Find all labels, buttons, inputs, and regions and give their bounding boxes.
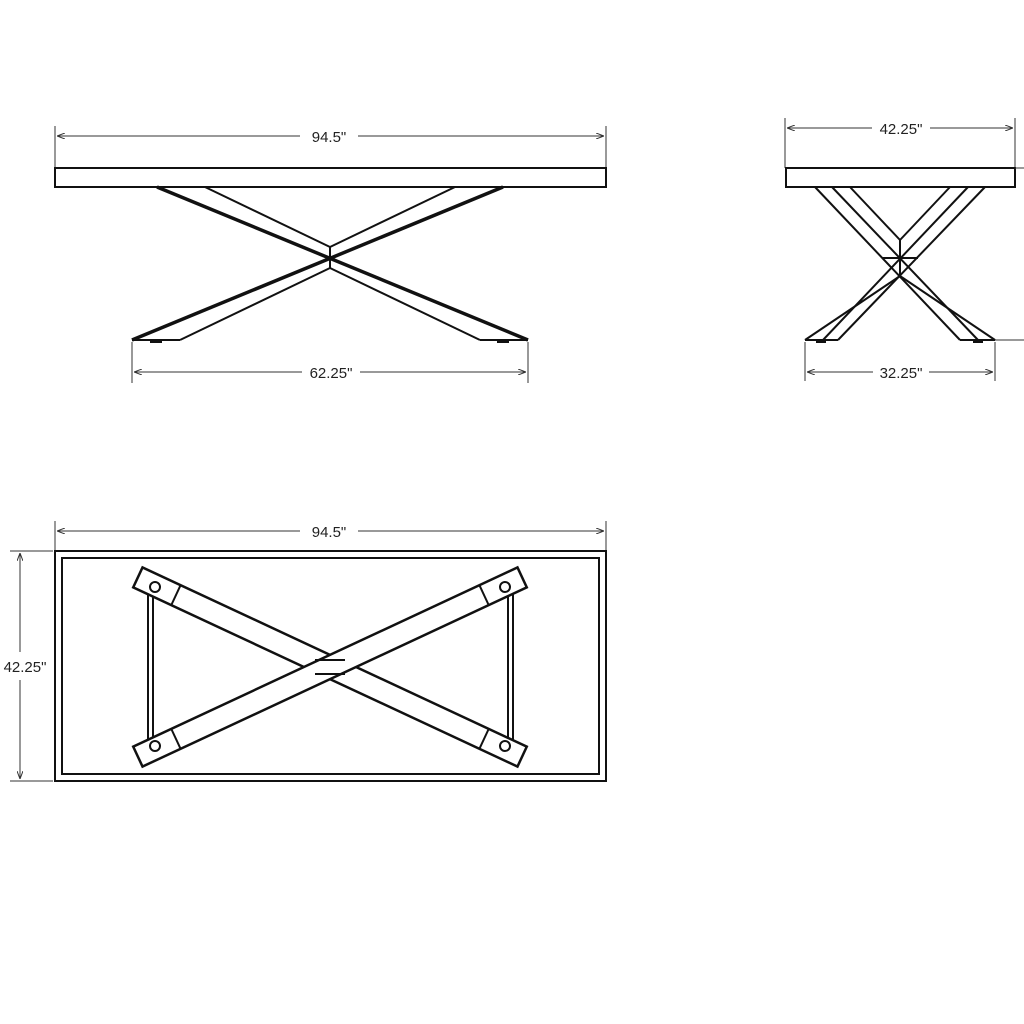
bolt-hole (149, 581, 161, 593)
top-width-label: 94.5" (312, 524, 347, 541)
foot-glide (150, 340, 162, 343)
x-base-side (804, 186, 996, 343)
top-width-dimension: 94.5" (54, 521, 607, 551)
bolt-hole (499, 581, 511, 593)
tabletop-inner-edge (61, 557, 600, 775)
front-leg-span-label: 62.25" (310, 365, 353, 382)
side-leg-span-dimension: 32.25" (804, 342, 996, 382)
front-leg-span-dimension: 62.25" (131, 342, 529, 383)
tabletop-side (785, 167, 1016, 188)
bolt-hole (499, 740, 511, 752)
top-depth-label: 42.25" (4, 659, 47, 676)
top-view: 94.5" 42.25" (0, 521, 607, 782)
front-width-dimension: 94.5" (54, 126, 607, 168)
tabletop-outline (54, 550, 607, 782)
front-view: 94.5" 62.25" (54, 126, 607, 383)
front-width-label: 94.5" (312, 129, 347, 146)
foot-glide (816, 340, 826, 343)
side-depth-dimension: 42.25" (784, 118, 1016, 168)
tabletop-front (54, 167, 607, 188)
top-depth-dimension: 42.25" (0, 550, 53, 782)
foot-glide (973, 340, 983, 343)
foot-glide (497, 340, 509, 343)
side-leg-span-label: 32.25" (880, 365, 923, 382)
x-base-top (131, 565, 529, 769)
x-base-front (131, 185, 529, 343)
bolt-hole (149, 740, 161, 752)
side-depth-label: 42.25" (880, 121, 923, 138)
side-view: 42.25" 32.25" (784, 118, 1024, 382)
